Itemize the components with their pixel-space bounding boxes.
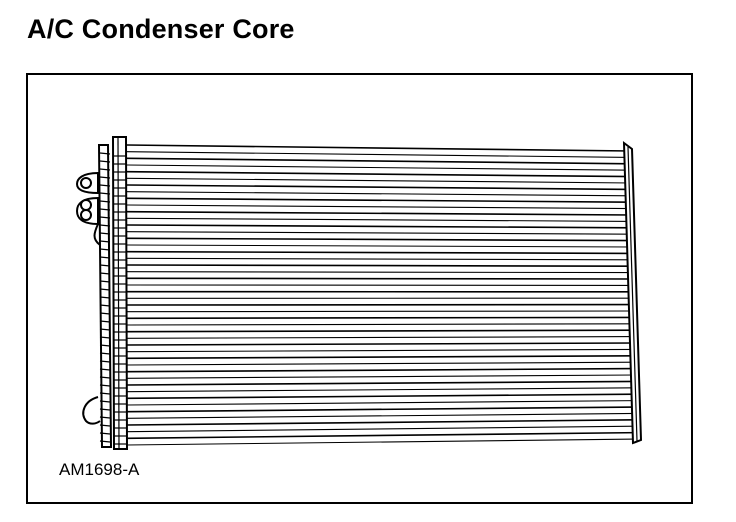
tube-line <box>126 400 638 406</box>
tube-line <box>126 170 632 178</box>
tube-line <box>126 151 632 158</box>
tank-segment <box>99 168 111 171</box>
tube-line <box>126 380 638 386</box>
tube-line <box>126 191 633 197</box>
tube-line <box>126 157 632 165</box>
tank-segment <box>99 336 111 339</box>
tank-segment <box>99 152 111 155</box>
tube-line <box>126 210 633 216</box>
tank-segment <box>99 376 111 379</box>
tube-line <box>126 197 633 203</box>
tube-line <box>126 342 637 346</box>
tank-segment <box>99 248 111 251</box>
tank-segment <box>99 304 111 307</box>
tube-line <box>126 264 635 267</box>
tube-line <box>126 374 638 379</box>
left-header-tank <box>97 136 129 450</box>
tank-segment <box>99 312 111 315</box>
tank-segment <box>99 240 111 243</box>
tank-segment <box>99 280 111 283</box>
tank-segment <box>99 176 111 179</box>
tube-line <box>126 316 636 320</box>
tank-segment <box>99 216 111 219</box>
tube-line <box>126 184 633 191</box>
tube-line <box>126 354 637 360</box>
tube-line <box>126 329 637 333</box>
tank-segment <box>99 256 111 259</box>
tank-segment <box>99 192 111 195</box>
tube-line <box>126 164 632 171</box>
tank-segment <box>99 208 111 211</box>
tank-segment <box>99 424 111 427</box>
core-tube-lines <box>126 144 640 446</box>
tank-segment <box>99 224 111 227</box>
tank-segment <box>99 320 111 323</box>
tube-line <box>126 412 639 419</box>
tank-segment <box>99 296 111 299</box>
tube-line <box>126 277 635 280</box>
tank-segment <box>99 368 111 371</box>
tank-segment <box>99 392 111 395</box>
tank-segment <box>99 344 111 347</box>
tube-line <box>126 367 638 373</box>
tube-line <box>126 271 635 274</box>
tube-line <box>126 431 639 440</box>
tube-line <box>126 406 639 413</box>
tank-segment <box>99 440 111 443</box>
figure-id: AM1698-A <box>59 460 140 479</box>
tube-line <box>126 204 633 210</box>
tube-line <box>126 177 632 184</box>
tank-segment <box>99 200 111 203</box>
tube-line <box>126 361 637 366</box>
tube-line <box>126 348 637 353</box>
mounting-bracket <box>82 396 101 425</box>
tube-line <box>126 425 639 433</box>
tube-line <box>126 336 637 339</box>
tank-segment <box>99 288 111 291</box>
tube-line <box>126 244 634 248</box>
tank-segment <box>99 384 111 387</box>
tube-line <box>126 257 635 261</box>
tank-segment <box>99 360 111 363</box>
tube-line <box>126 250 634 255</box>
tube-line <box>126 438 640 446</box>
page-title: A/C Condenser Core <box>27 14 295 44</box>
tank-segment <box>99 272 111 275</box>
tank-segment <box>99 400 111 403</box>
tube-line <box>126 310 636 313</box>
tank-segment <box>99 408 111 411</box>
tank-segment <box>99 264 111 267</box>
tube-line <box>126 237 634 242</box>
tube-line <box>126 144 632 152</box>
tank-segment <box>99 232 111 235</box>
outlet-fitting <box>75 196 101 246</box>
inlet-fitting <box>75 171 99 195</box>
tube-line <box>126 224 634 229</box>
right-header-tank <box>622 140 643 445</box>
tank-segment <box>99 328 111 331</box>
tube-line <box>126 387 638 393</box>
tank-segment <box>99 352 111 355</box>
tube-line <box>126 217 634 222</box>
tank-segment <box>99 432 111 435</box>
condenser-core-illustration <box>75 136 643 450</box>
figure-frame: AM1698-A <box>26 73 693 504</box>
tank-segment <box>99 184 111 187</box>
tube-line <box>126 231 634 235</box>
tube-line <box>126 419 639 426</box>
tube-line <box>126 323 636 326</box>
tank-segment <box>99 160 111 163</box>
tank-segment <box>99 416 111 419</box>
left-tank-segments <box>99 152 126 445</box>
tube-line <box>126 393 638 400</box>
